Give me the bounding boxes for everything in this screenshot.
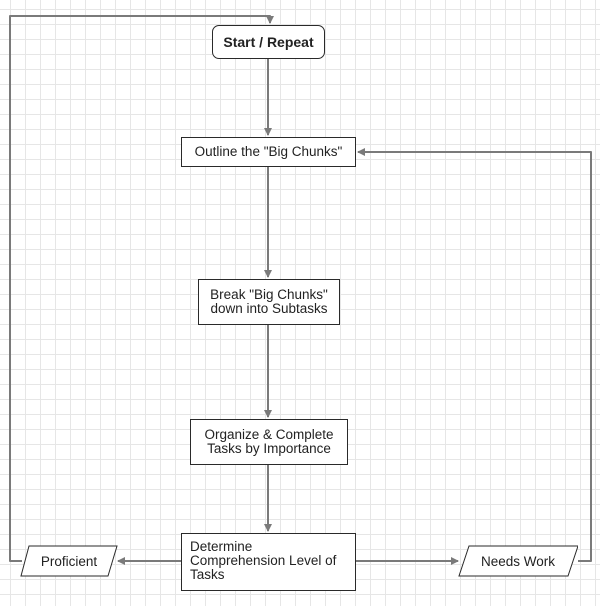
outline-big-chunks-label: Outline the "Big Chunks" bbox=[194, 144, 343, 159]
connector-proficient-to-start bbox=[9, 15, 274, 562]
organize-tasks-label: Organize & Complete Tasks by Importance bbox=[204, 427, 334, 456]
determine-comprehension-node: Determine Comprehension Level of Tasks bbox=[181, 533, 356, 591]
proficient-label: Proficient bbox=[40, 553, 98, 569]
needs-work-parallelogram-shape bbox=[458, 545, 578, 577]
connector-needs-work-to-outline bbox=[357, 148, 592, 562]
needs-work-label: Needs Work bbox=[480, 553, 556, 569]
organize-tasks-node: Organize & Complete Tasks by Importance bbox=[190, 419, 348, 465]
start-repeat-label: Start / Repeat bbox=[223, 34, 314, 50]
break-big-chunks-label: Break "Big Chunks" down into Subtasks bbox=[210, 287, 328, 316]
determine-comprehension-label: Determine Comprehension Level of Tasks bbox=[190, 539, 337, 582]
start-repeat-node: Start / Repeat bbox=[212, 25, 325, 59]
outline-big-chunks-node: Outline the "Big Chunks" bbox=[181, 137, 356, 167]
proficient-parallelogram-shape bbox=[20, 545, 118, 577]
break-big-chunks-node: Break "Big Chunks" down into Subtasks bbox=[198, 279, 340, 325]
proficient-node: Proficient bbox=[20, 545, 140, 577]
needs-work-node: Needs Work bbox=[458, 545, 578, 577]
